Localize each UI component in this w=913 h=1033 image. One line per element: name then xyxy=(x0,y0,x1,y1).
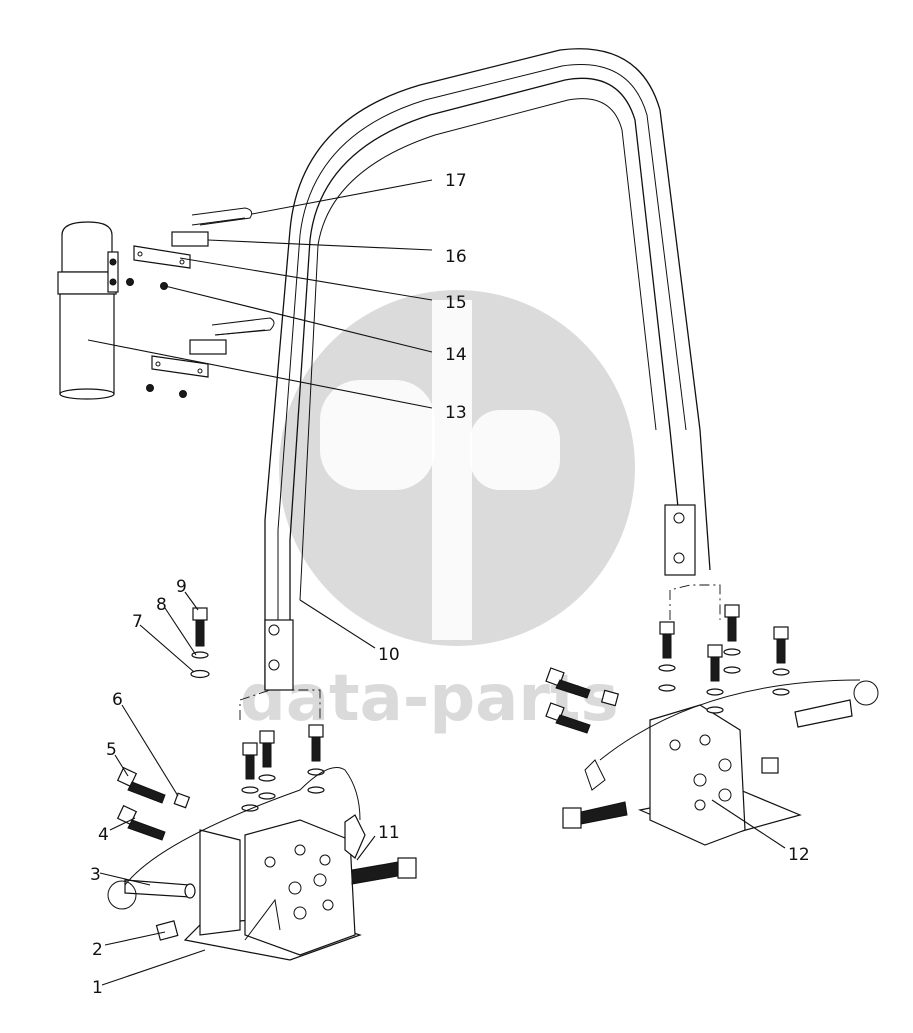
callout-16: 16 xyxy=(445,247,467,267)
callout-9: 9 xyxy=(176,577,187,597)
callout-8: 8 xyxy=(156,595,167,615)
callout-2: 2 xyxy=(92,940,103,960)
left-lanyard-cable xyxy=(124,767,361,886)
right-bolts xyxy=(545,604,879,829)
callout-10: 10 xyxy=(378,645,400,665)
leader-lines xyxy=(87,179,786,986)
right-base-bracket xyxy=(637,704,802,846)
callout-4: 4 xyxy=(98,825,109,845)
callout-1: 1 xyxy=(92,978,103,998)
callout-14: 14 xyxy=(445,345,467,365)
callout-3: 3 xyxy=(90,865,101,885)
lamp-holder xyxy=(57,207,275,400)
callout-6: 6 xyxy=(112,690,123,710)
callout-15: 15 xyxy=(445,293,467,313)
roll-bar-hoop xyxy=(239,48,721,720)
callout-7: 7 xyxy=(132,612,143,632)
watermark-logo xyxy=(279,290,635,646)
callout-13: 13 xyxy=(445,403,467,423)
callout-5: 5 xyxy=(106,740,117,760)
callout-12: 12 xyxy=(788,845,810,865)
left-bolts xyxy=(107,607,417,941)
left-base-bracket xyxy=(183,819,362,961)
callout-11: 11 xyxy=(378,823,400,843)
callout-17: 17 xyxy=(445,171,467,191)
